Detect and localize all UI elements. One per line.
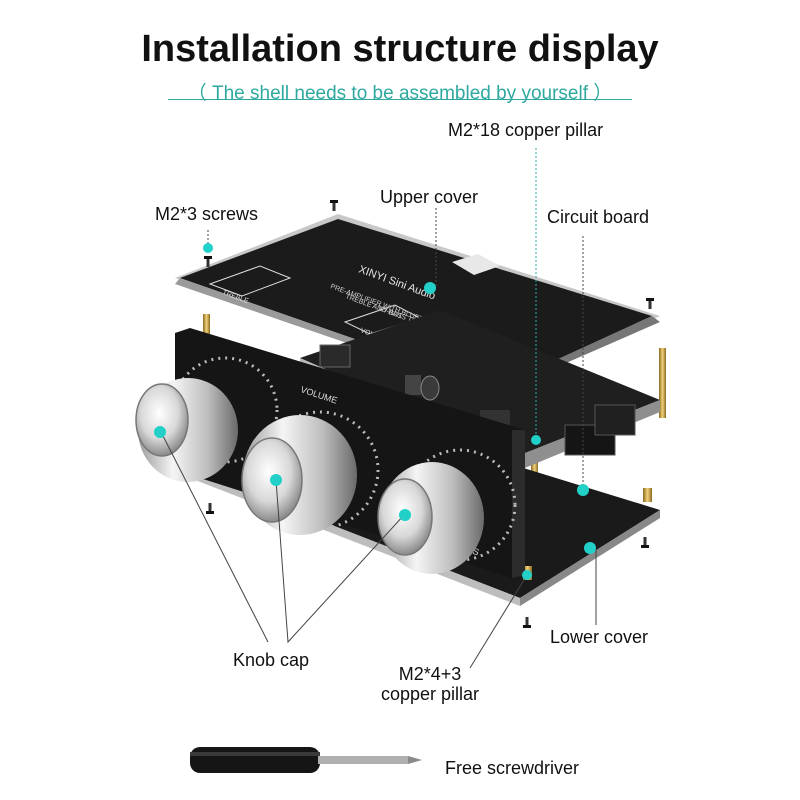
label-upper-cover: Upper cover: [380, 187, 479, 207]
label-m2-18-copper-pillar: M2*18 copper pillar: [448, 120, 604, 140]
marker-knob-volume: [270, 474, 282, 486]
marker-m2-4-3-pillar: [522, 570, 532, 580]
callout-markers: [154, 243, 596, 580]
page-subtitle: （ The shell needs to be assembled by you…: [187, 83, 613, 104]
bottom-screws: [206, 503, 649, 628]
leader-lines: [159, 148, 597, 669]
screwdriver: [190, 747, 422, 773]
label-m2-4-3-line1: M2*4+3: [398, 664, 462, 684]
label-knob-cap: Knob cap: [233, 650, 310, 670]
label-circuit-board: Circuit board: [547, 207, 650, 227]
marker-lower-cover: [584, 542, 596, 554]
page-title: Installation structure display: [141, 28, 659, 70]
marker-upper-cover: [424, 282, 436, 294]
knob-treble: [135, 378, 238, 482]
subtitle-underline: [168, 99, 632, 100]
marker-knob-bass: [399, 509, 411, 521]
label-free-screwdriver: Free screwdriver: [445, 758, 580, 778]
marker-circuit-board: [577, 484, 589, 496]
upper-cover: XINYI Sini Audio PRE-AMPLIFIER WITH BLUE…: [175, 214, 660, 394]
label-lower-cover: Lower cover: [550, 627, 649, 647]
marker-m2-3-screws: [203, 243, 213, 253]
label-m2-3-screws: M2*3 screws: [155, 204, 259, 224]
marker-knob-treble: [154, 426, 166, 438]
marker-m2-18-pillar: [531, 435, 541, 445]
label-m2-4-3-line2: copper pillar: [380, 684, 480, 704]
